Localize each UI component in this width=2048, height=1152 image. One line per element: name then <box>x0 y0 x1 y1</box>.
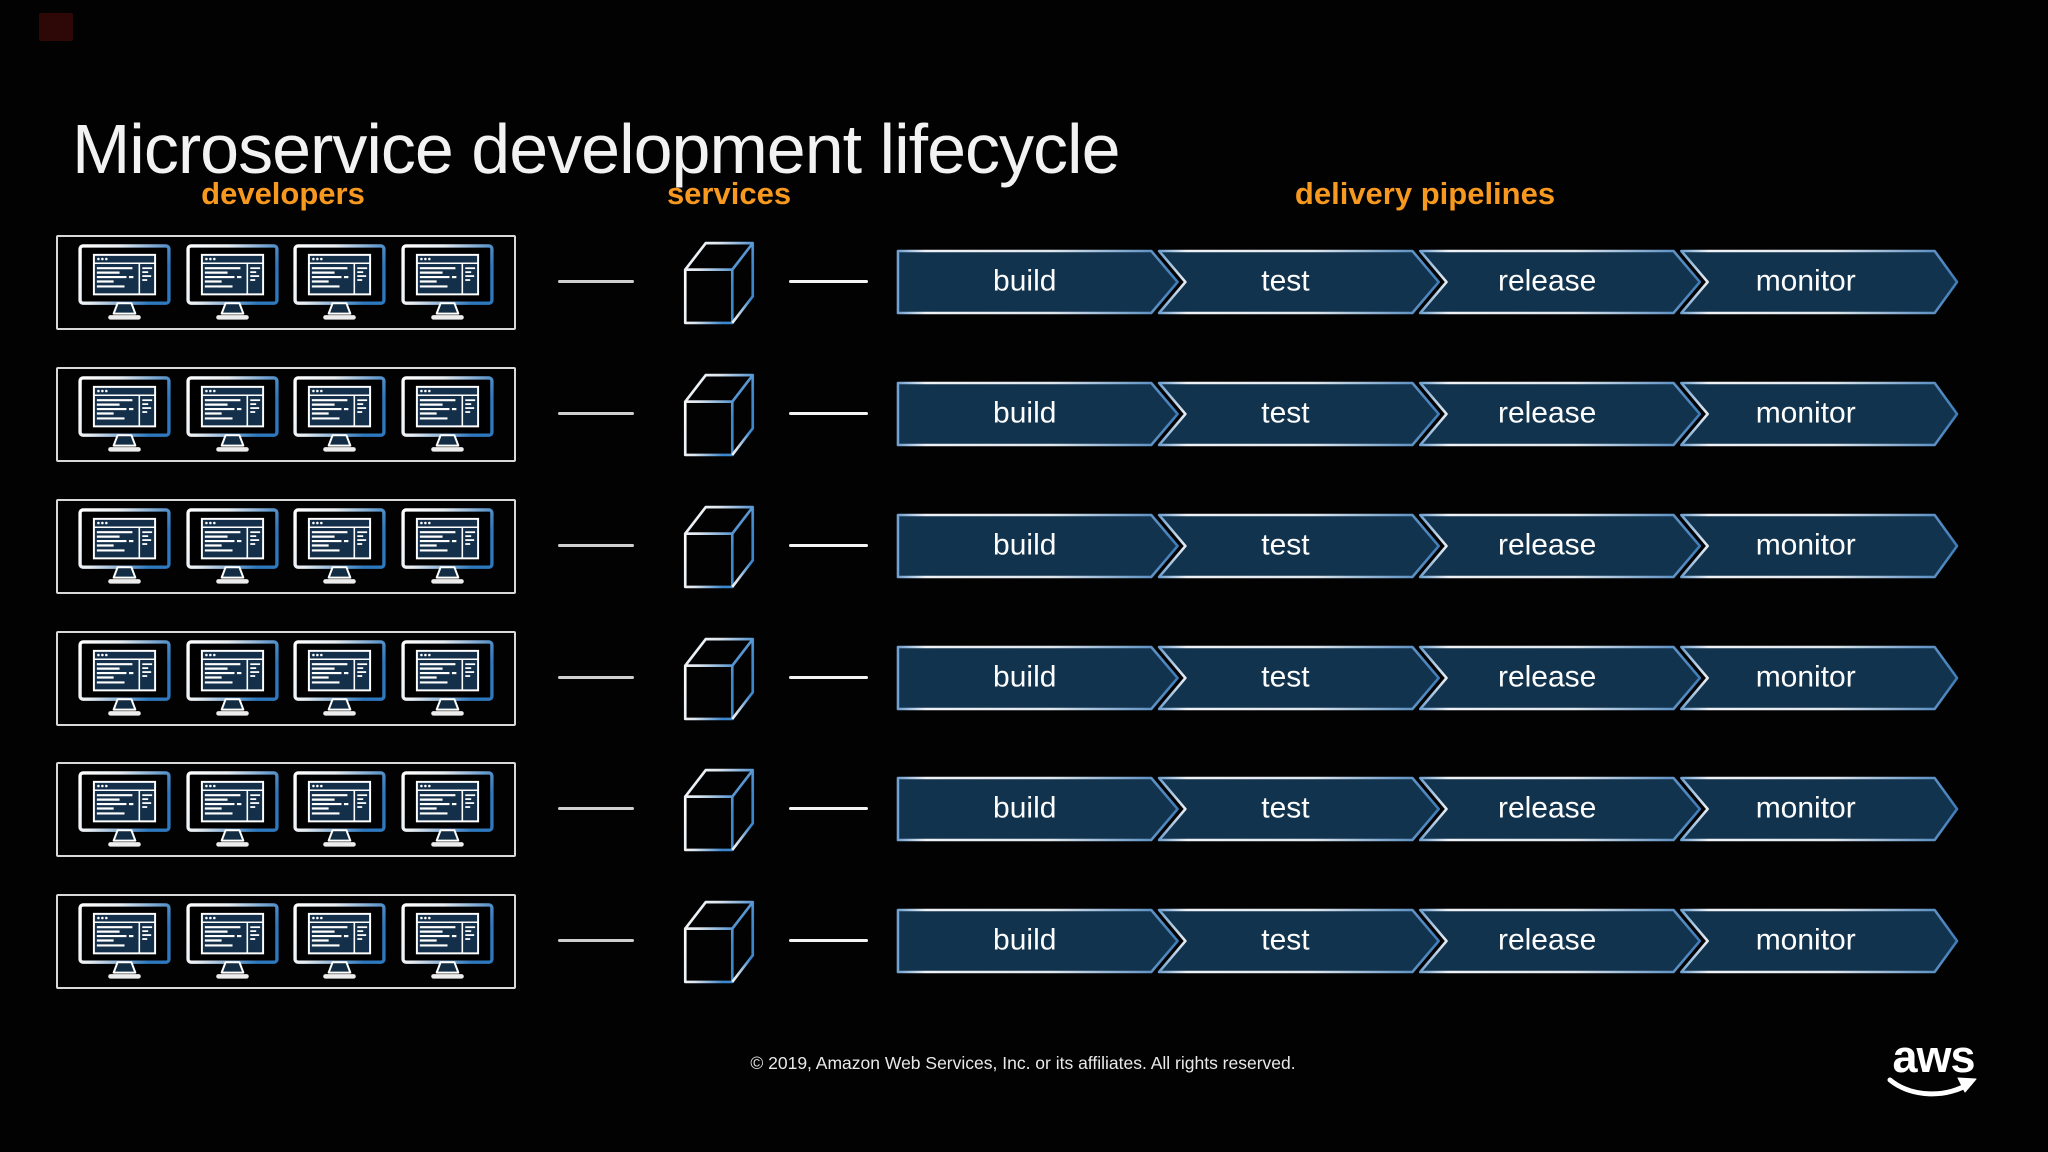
pipeline-chevrons <box>896 381 1959 447</box>
lifecycle-row: build test release monitor <box>0 894 2048 989</box>
developer-workstation-monitor-icon <box>293 508 386 585</box>
pipeline-chevrons <box>896 908 1959 974</box>
developer-workstation-monitor-icon <box>293 376 386 453</box>
recording-indicator <box>39 13 73 41</box>
connector-line <box>558 807 634 810</box>
connector-line <box>558 544 634 547</box>
pipeline-stage-label: build <box>993 923 1057 957</box>
developer-team-box <box>56 367 516 462</box>
developer-workstation-monitor-icon <box>186 771 279 848</box>
developer-team-box <box>56 499 516 594</box>
pipeline-stage-label: release <box>1497 264 1597 298</box>
delivery-pipeline: build test release monitor <box>896 907 1960 975</box>
copyright-text: © 2019, Amazon Web Services, Inc. or its… <box>750 1053 1296 1073</box>
service-cube-icon <box>677 764 761 854</box>
developer-workstation-monitor-icon <box>78 903 171 980</box>
connector-line <box>558 280 634 283</box>
lifecycle-row: build test release monitor <box>0 367 2048 462</box>
developer-workstation-monitor-icon <box>186 640 279 717</box>
column-header-services: services <box>666 176 792 211</box>
pipeline-stage-label: build <box>993 791 1057 825</box>
pipeline-stage-label: monitor <box>1755 923 1856 957</box>
pipeline-stage-label: release <box>1497 791 1597 825</box>
connector-line <box>789 807 868 810</box>
developer-workstation-monitor-icon <box>78 376 171 453</box>
pipeline-stage-label: test <box>1261 264 1310 298</box>
connector-line <box>789 676 868 679</box>
service-cube-icon <box>677 369 761 459</box>
slide-title: Microservice development lifecycle <box>72 109 1121 188</box>
delivery-pipeline: build test release monitor <box>896 644 1960 712</box>
delivery-pipeline: build test release monitor <box>896 380 1960 448</box>
developer-workstation-monitor-icon <box>186 376 279 453</box>
pipeline-stage-label: release <box>1497 923 1597 957</box>
pipeline-chevrons <box>896 513 1959 579</box>
developer-workstation-monitor-icon <box>78 771 171 848</box>
developer-team-box <box>56 894 516 989</box>
developer-workstation-monitor-icon <box>293 903 386 980</box>
pipeline-stage-label: monitor <box>1755 396 1856 430</box>
developer-workstation-monitor-icon <box>293 771 386 848</box>
service-cube-icon <box>677 633 761 723</box>
developer-workstation-monitor-icon <box>401 903 494 980</box>
developer-workstation-monitor-icon <box>401 508 494 585</box>
column-header-delivery-pipelines: delivery pipelines <box>1294 176 1556 211</box>
developer-team-box <box>56 235 516 330</box>
pipeline-stage-label: monitor <box>1755 264 1856 298</box>
developer-workstation-monitor-icon <box>78 508 171 585</box>
lifecycle-row: build test release monitor <box>0 235 2048 330</box>
delivery-pipeline: build test release monitor <box>896 775 1960 843</box>
connector-line <box>558 676 634 679</box>
pipeline-stage-label: test <box>1261 528 1310 562</box>
connector-line <box>789 412 868 415</box>
column-header-developers: developers <box>201 176 365 211</box>
pipeline-stage-label: build <box>993 264 1057 298</box>
lifecycle-row: build test release monitor <box>0 631 2048 726</box>
delivery-pipeline: build test release monitor <box>896 512 1960 580</box>
pipeline-stage-label: test <box>1261 396 1310 430</box>
developer-workstation-monitor-icon <box>293 640 386 717</box>
developer-workstation-monitor-icon <box>78 244 171 321</box>
pipeline-stage-label: monitor <box>1755 528 1856 562</box>
pipeline-stage-label: monitor <box>1755 660 1856 694</box>
developer-team-box <box>56 762 516 857</box>
connector-line <box>558 939 634 942</box>
developer-workstation-monitor-icon <box>401 640 494 717</box>
pipeline-stage-label: build <box>993 660 1057 694</box>
developer-workstation-monitor-icon <box>401 771 494 848</box>
service-cube-icon <box>677 501 761 591</box>
developer-workstation-monitor-icon <box>186 508 279 585</box>
connector-line <box>789 544 868 547</box>
developer-workstation-monitor-icon <box>186 903 279 980</box>
pipeline-stage-label: release <box>1497 396 1597 430</box>
pipeline-stage-label: build <box>993 528 1057 562</box>
lifecycle-row: build test release monitor <box>0 499 2048 594</box>
pipeline-chevrons <box>896 249 1959 315</box>
developer-workstation-monitor-icon <box>401 376 494 453</box>
developer-team-box <box>56 631 516 726</box>
pipeline-stage-label: release <box>1497 660 1597 694</box>
service-cube-icon <box>677 896 761 986</box>
pipeline-stage-label: test <box>1261 660 1310 694</box>
delivery-pipeline: build test release monitor <box>896 248 1960 316</box>
connector-line <box>789 280 868 283</box>
developer-workstation-monitor-icon <box>78 640 171 717</box>
aws-logo-text: aws <box>1892 1031 1975 1082</box>
developer-workstation-monitor-icon <box>186 244 279 321</box>
pipeline-stage-label: build <box>993 396 1057 430</box>
aws-logo: aws <box>1886 1034 1981 1104</box>
aws-smile-arrow-icon <box>1887 1077 1977 1097</box>
developer-workstation-monitor-icon <box>401 244 494 321</box>
pipeline-stage-label: test <box>1261 791 1310 825</box>
pipeline-stage-label: test <box>1261 923 1310 957</box>
pipeline-chevrons <box>896 776 1959 842</box>
pipeline-chevrons <box>896 645 1959 711</box>
developer-workstation-monitor-icon <box>293 244 386 321</box>
connector-line <box>789 939 868 942</box>
pipeline-stage-label: release <box>1497 528 1597 562</box>
lifecycle-row: build test release monitor <box>0 762 2048 857</box>
pipeline-stage-label: monitor <box>1755 791 1856 825</box>
connector-line <box>558 412 634 415</box>
service-cube-icon <box>677 237 761 327</box>
